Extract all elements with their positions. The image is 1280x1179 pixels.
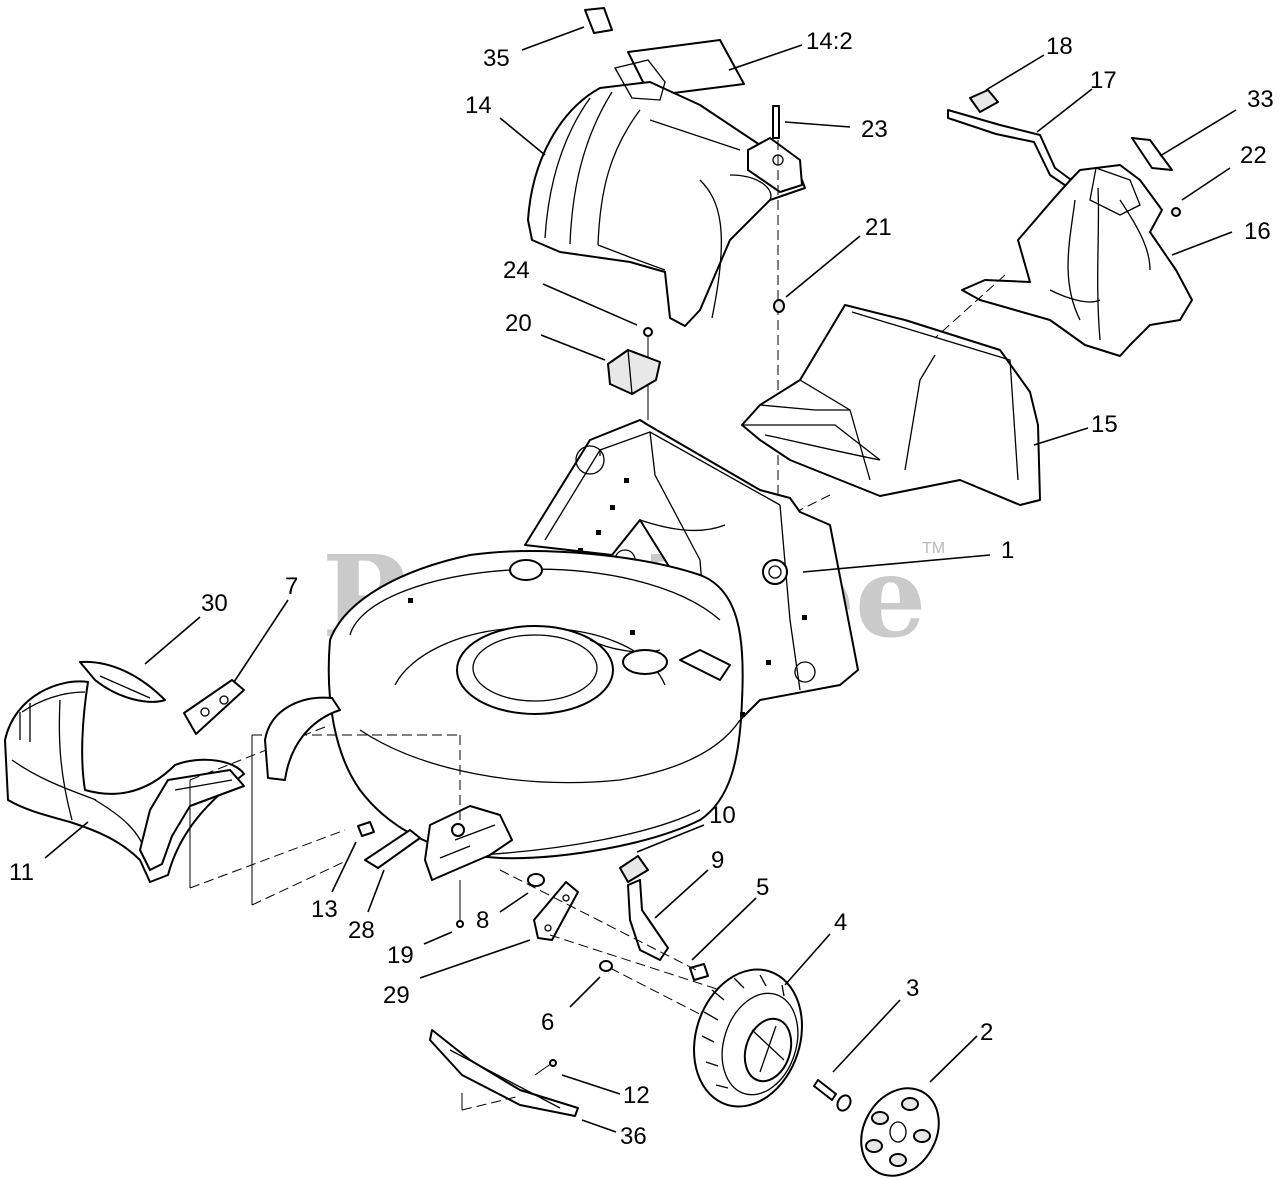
- callout-14: 14: [465, 92, 492, 119]
- part-30-decal: [79, 660, 166, 703]
- part-4-wheel: [693, 968, 803, 1108]
- callout-30: 30: [201, 590, 228, 617]
- part-18-knob: [969, 89, 999, 113]
- part-2-hubcap: [860, 1087, 940, 1177]
- part-19-screw: [456, 880, 464, 928]
- part-3-bolt: [813, 1079, 852, 1112]
- callout-14-2: 14:2: [806, 28, 853, 55]
- callout-28: 28: [348, 917, 375, 944]
- callout-29: 29: [383, 982, 410, 1009]
- part-23-bolt: [772, 105, 780, 520]
- callout-17: 17: [1090, 67, 1117, 94]
- callout-1: 1: [1001, 537, 1014, 564]
- callout-10: 10: [709, 802, 736, 829]
- callout-2: 2: [980, 1019, 993, 1046]
- part-22-screw: [1171, 207, 1181, 217]
- callout-35: 35: [483, 45, 510, 72]
- callout-36: 36: [620, 1123, 647, 1150]
- part-9-bracket: [627, 879, 669, 961]
- callout-6: 6: [541, 1009, 554, 1036]
- leader-lines: [44, 26, 1237, 1133]
- callout-7: 7: [285, 573, 298, 600]
- part-11-front-cover: [4, 680, 245, 883]
- part-10-bushing: [619, 855, 649, 883]
- part-6-spacer: [599, 960, 613, 972]
- callout-4: 4: [834, 909, 847, 936]
- callout-16: 16: [1244, 218, 1271, 245]
- part-33-decal: [1131, 137, 1173, 171]
- part-5-nut: [689, 963, 709, 981]
- callout-labels: 35 14:2 18 17 33 14 23 22 16 21 24 20 15…: [9, 28, 1274, 1150]
- part-1-deck: [327, 419, 859, 860]
- part-14-rear-cover: [527, 59, 806, 327]
- callout-18: 18: [1046, 33, 1073, 60]
- callout-8: 8: [476, 907, 489, 934]
- callout-24: 24: [503, 257, 530, 284]
- callout-12: 12: [623, 1082, 650, 1109]
- part-8-washer: [527, 873, 545, 887]
- callout-19: 19: [387, 942, 414, 969]
- callout-15: 15: [1091, 411, 1118, 438]
- part-7-plate: [183, 679, 245, 735]
- part-height-adjuster: [264, 696, 513, 881]
- callout-21: 21: [865, 214, 892, 241]
- part-21-nut: [773, 299, 785, 313]
- callout-13: 13: [311, 896, 338, 923]
- part-20-clip: [607, 349, 661, 395]
- part-35-decal: [584, 7, 613, 34]
- part-29-arm: [533, 881, 579, 941]
- part-28-lever: [364, 829, 421, 869]
- watermark-trademark: TM: [922, 540, 945, 557]
- callout-3: 3: [906, 975, 919, 1002]
- callout-23: 23: [861, 116, 888, 143]
- part-15-chute: [741, 304, 1041, 506]
- part-14-2-decal: [627, 39, 745, 97]
- part-17-rod: [947, 109, 1079, 193]
- callout-33: 33: [1247, 86, 1274, 113]
- part-16-discharge-door: [961, 164, 1193, 357]
- callout-22: 22: [1240, 142, 1267, 169]
- callout-9: 9: [711, 847, 724, 874]
- callout-5: 5: [756, 874, 769, 901]
- part-36-scraper: [429, 1029, 579, 1117]
- part-12-screw: [534, 1059, 557, 1076]
- callout-20: 20: [505, 310, 532, 337]
- part-13-bolt: [357, 821, 375, 837]
- callout-11: 11: [9, 859, 34, 886]
